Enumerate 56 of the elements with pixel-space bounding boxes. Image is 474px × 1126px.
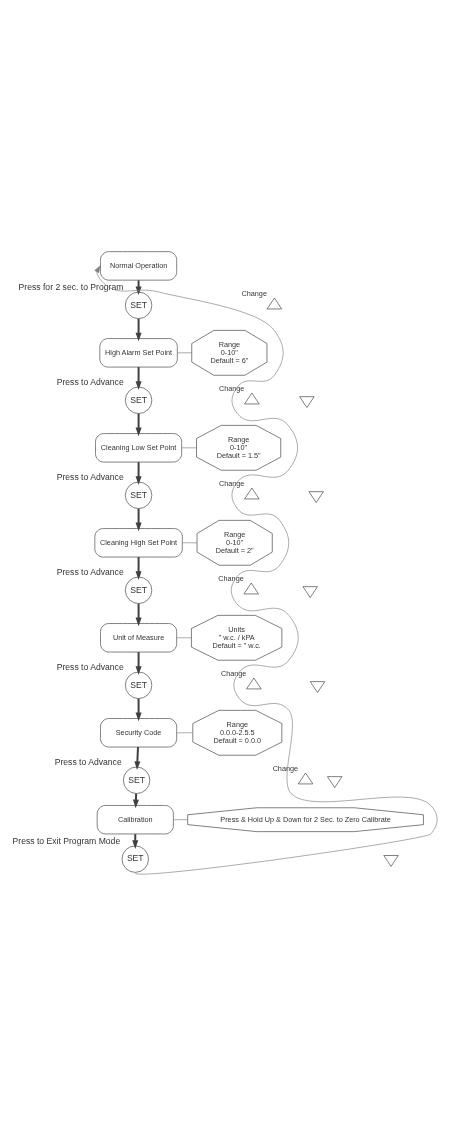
node-invtriangle (309, 681, 326, 693)
node-invtriangle (308, 491, 324, 503)
arrow (135, 602, 142, 627)
node-label: Press to Advance (56, 471, 124, 482)
node-label: Press to Exit Program Mode (12, 835, 121, 846)
node-label: Change (218, 478, 245, 488)
node-label: Change (220, 668, 247, 678)
connector (176, 732, 193, 734)
arrow (135, 317, 142, 342)
node-label: Press to Advance (54, 756, 122, 767)
node-triangle (244, 487, 260, 500)
connector (177, 352, 193, 354)
node-box: Security Code (100, 718, 177, 748)
connector (182, 542, 198, 544)
node-box: Normal Operation (100, 251, 177, 281)
node-box: Cleaning Low Set Point (95, 433, 182, 463)
arrow (135, 556, 142, 580)
node-box: Calibration (96, 805, 174, 835)
node-invtriangle (302, 586, 318, 598)
node-circle: SET (125, 576, 153, 604)
node-box: Cleaning High Set Point (94, 528, 183, 558)
node-circle: SET (125, 291, 153, 319)
node-invtriangle (383, 855, 399, 867)
arrow (94, 265, 438, 875)
connector (181, 447, 197, 449)
node-invtriangle (299, 396, 315, 408)
node-label: Press to Advance (56, 661, 124, 672)
node-circle: SET (125, 481, 153, 509)
arrow (135, 697, 142, 722)
node-label: Change (241, 288, 267, 298)
connector (176, 637, 192, 639)
node-label: Change (218, 383, 245, 393)
node-box: High Alarm Set Point (99, 338, 178, 368)
connector (173, 819, 189, 821)
arrow (135, 651, 142, 675)
node-label: Press to Advance (56, 566, 124, 577)
arrow (135, 366, 142, 390)
node-label: Press to Advance (56, 376, 124, 387)
node-box: Unit of Measure (100, 623, 177, 653)
arrow (134, 746, 141, 770)
arrow (135, 461, 142, 485)
node-triangle (266, 297, 283, 310)
node-circle: SET (125, 386, 153, 414)
node-triangle (244, 392, 260, 405)
node-circle: SET (121, 845, 149, 873)
node-invtriangle (327, 776, 343, 788)
node-triangle (243, 582, 259, 595)
arrow (135, 412, 142, 437)
node-circle: SET (123, 766, 151, 794)
node-label: Press for 2 sec. to Program (18, 281, 124, 292)
node-label: Change (218, 573, 244, 583)
node-triangle (297, 772, 314, 785)
arrow (135, 507, 142, 532)
node-circle: SET (125, 671, 153, 699)
node-triangle (246, 677, 262, 690)
node-label: Change (272, 763, 299, 773)
